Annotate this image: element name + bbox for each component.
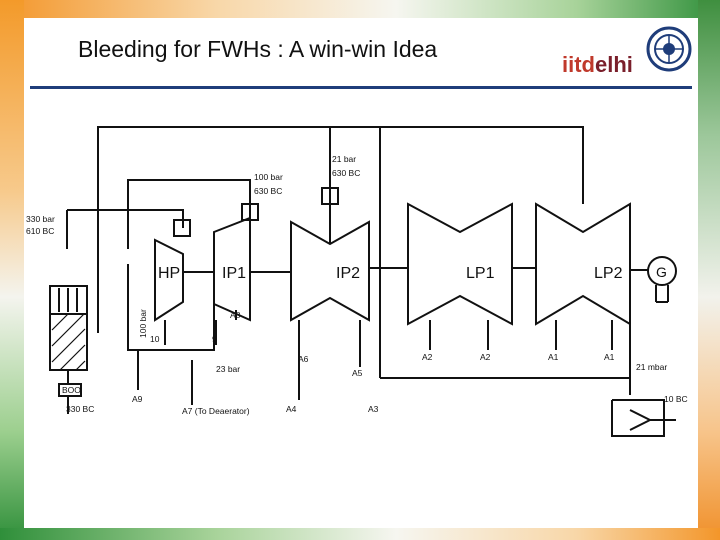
lp1-turbine: [407, 202, 513, 326]
bleed-a1-left-label: A1: [548, 352, 559, 362]
condenser: [611, 399, 665, 437]
bleed-9-label: 9: [212, 334, 217, 344]
frame-right-band: [698, 0, 720, 540]
slide-content: Bleeding for FWHs : A win-win Idea iitde…: [24, 18, 698, 528]
bleed-a1-right-label: A1: [604, 352, 615, 362]
ip2-label: IP2: [336, 265, 360, 282]
frame-top-band: [0, 0, 720, 18]
condenser-temperature: 10 BC: [664, 394, 688, 404]
university-seal-icon: [646, 26, 692, 72]
bleed-a2-right-label: A2: [480, 352, 491, 362]
title-underline: [30, 86, 692, 89]
bleed-10-label: 10: [150, 334, 160, 344]
feed-pump-box: [58, 383, 82, 397]
reheat1-pressure: 100 bar: [254, 172, 283, 182]
reheat2-temperature: 630 BC: [332, 168, 360, 178]
generator-label: G: [656, 264, 667, 280]
bleed-a6-label: A6: [298, 354, 309, 364]
frame-left-band: [0, 0, 24, 540]
main-steam-temperature: 610 BC: [26, 226, 54, 236]
frame-bottom-band: [0, 528, 720, 540]
bleed-a3-label: A3: [368, 404, 379, 414]
hp-exhaust-pressure: 100 bar: [138, 309, 148, 338]
lp2-label: LP2: [594, 265, 623, 282]
logo-text-part-b: elhi: [595, 52, 633, 77]
main-steam-pressure: 330 bar: [26, 214, 55, 224]
lp2-turbine: [535, 202, 631, 326]
institute-logo-text: iitdelhi: [562, 52, 633, 78]
ip1-exit-pressure: 23 bar: [216, 364, 240, 374]
bleed-a5-label: A5: [352, 368, 363, 378]
bleed-a2-left-label: A2: [422, 352, 433, 362]
generator: [647, 256, 677, 286]
condenser-pressure: 21 mbar: [636, 362, 667, 372]
slide-title: Bleeding for FWHs : A win-win Idea: [78, 36, 438, 62]
logo-text-part-a: iitd: [562, 52, 595, 77]
lp1-label: LP1: [466, 265, 495, 282]
hp-label: HP: [158, 265, 180, 282]
ip1-label: IP1: [222, 265, 246, 282]
bleed-a7-label: A7 (To Deaerator): [182, 406, 250, 416]
reheat1-temperature: 630 BC: [254, 186, 282, 196]
feed-outlet-temperature: 330 BC: [66, 404, 94, 414]
boiler-label: BOO: [62, 385, 81, 395]
reheat2-pressure: 21 bar: [332, 154, 356, 164]
ip1-turbine: [213, 216, 251, 322]
bleed-a8-label: A8: [230, 310, 241, 320]
hp-turbine: [154, 238, 184, 322]
bleed-a9-label: A9: [132, 394, 143, 404]
bleed-a4-label: A4: [286, 404, 297, 414]
